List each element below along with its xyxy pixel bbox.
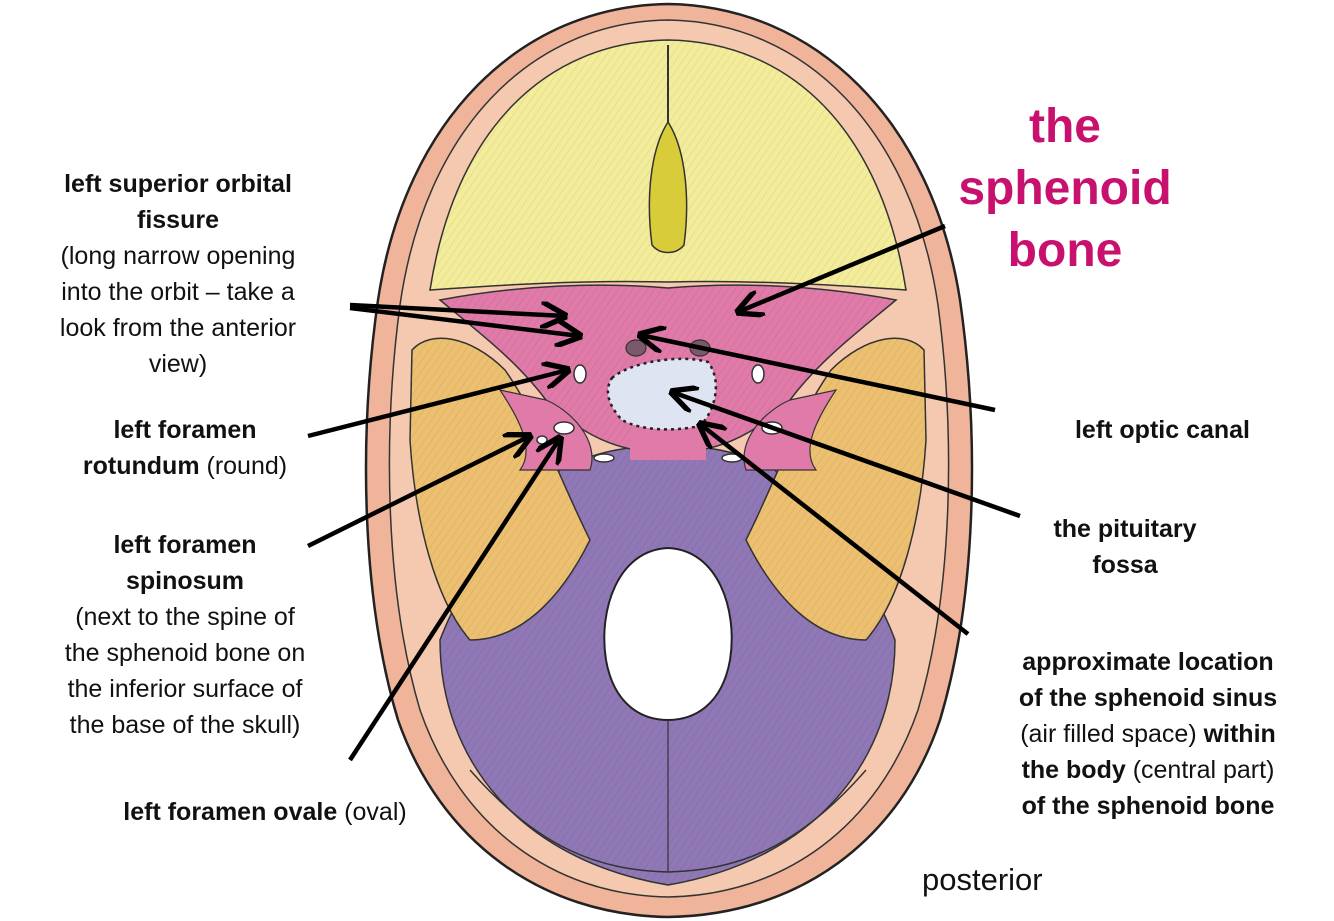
- label-line: left superior orbital: [64, 170, 292, 198]
- label-bold: rotundum: [82, 452, 200, 480]
- label-line: view): [148, 350, 208, 378]
- arrow-foramen-ovale: [348, 438, 560, 762]
- label-line: approximate location: [1022, 648, 1274, 676]
- label-foramen-ovale: left foramen ovale (oval): [90, 794, 440, 830]
- label-line: (next to the spine of: [75, 603, 295, 631]
- label-normal: (oval): [337, 798, 407, 826]
- label-superior-orbital-fissure: left superior orbital fissure (long narr…: [20, 166, 336, 382]
- label-line: the sphenoid bone on: [64, 639, 306, 667]
- annotation-arrows: [307, 223, 1021, 762]
- arrow-foramen-rotundum: [307, 370, 568, 439]
- label-sphenoid-sinus: approximate location of the sphenoid sin…: [980, 644, 1316, 824]
- pituitary-fossa: [606, 357, 717, 431]
- foramen-magnum: [603, 546, 733, 722]
- arrow-superior-orbital-fissure-1: [349, 305, 565, 316]
- label-bold: left foramen ovale: [123, 798, 338, 826]
- arrow-superior-orbital-fissure-2: [349, 305, 580, 336]
- label-normal: (central part): [1125, 756, 1275, 784]
- label-line: the inferior surface of: [67, 675, 303, 703]
- orientation-posterior: posterior: [922, 862, 1043, 897]
- crista-galli: [648, 120, 688, 254]
- label-line: left optic canal: [1074, 416, 1251, 444]
- label-line: look from the anterior: [59, 314, 297, 342]
- label-line: (long narrow opening: [60, 242, 296, 270]
- arrow-pituitary-fossa: [672, 392, 1021, 519]
- arrow-sphenoid-sinus: [700, 424, 970, 636]
- label-line: the base of the skull): [69, 711, 301, 739]
- diagram-title: the sphenoid bone: [930, 96, 1200, 282]
- label-line: the pituitary: [1053, 515, 1197, 543]
- label-line: of the sphenoid bone: [1021, 792, 1275, 820]
- label-bold: the body: [1021, 756, 1126, 784]
- label-pituitary-fossa: the pituitary fossa: [1020, 511, 1230, 583]
- label-line: into the orbit – take a: [61, 278, 295, 306]
- label-line: left foramen: [113, 416, 257, 444]
- label-foramen-rotundum: left foramen rotundum (round): [40, 412, 330, 484]
- label-line: of the sphenoid sinus: [1018, 684, 1278, 712]
- label-optic-canal: left optic canal: [1045, 412, 1280, 448]
- label-line: spinosum: [125, 567, 245, 595]
- title-line-1: the: [1029, 100, 1101, 153]
- label-normal: (air filled space): [1020, 720, 1204, 748]
- label-line: left foramen: [113, 531, 257, 559]
- label-normal: (round): [199, 452, 288, 480]
- arrow-sphenoid-bone: [738, 223, 946, 312]
- label-line: fissure: [137, 206, 219, 234]
- label-line: fossa: [1092, 551, 1158, 579]
- label-bold: within: [1203, 720, 1276, 748]
- arrow-optic-canal: [640, 335, 996, 413]
- label-foramen-spinosum: left foramen spinosum (next to the spine…: [20, 527, 350, 743]
- title-line-2: sphenoid: [958, 162, 1172, 215]
- arrow-foramen-spinosum: [307, 436, 530, 549]
- title-line-3: bone: [1007, 224, 1123, 277]
